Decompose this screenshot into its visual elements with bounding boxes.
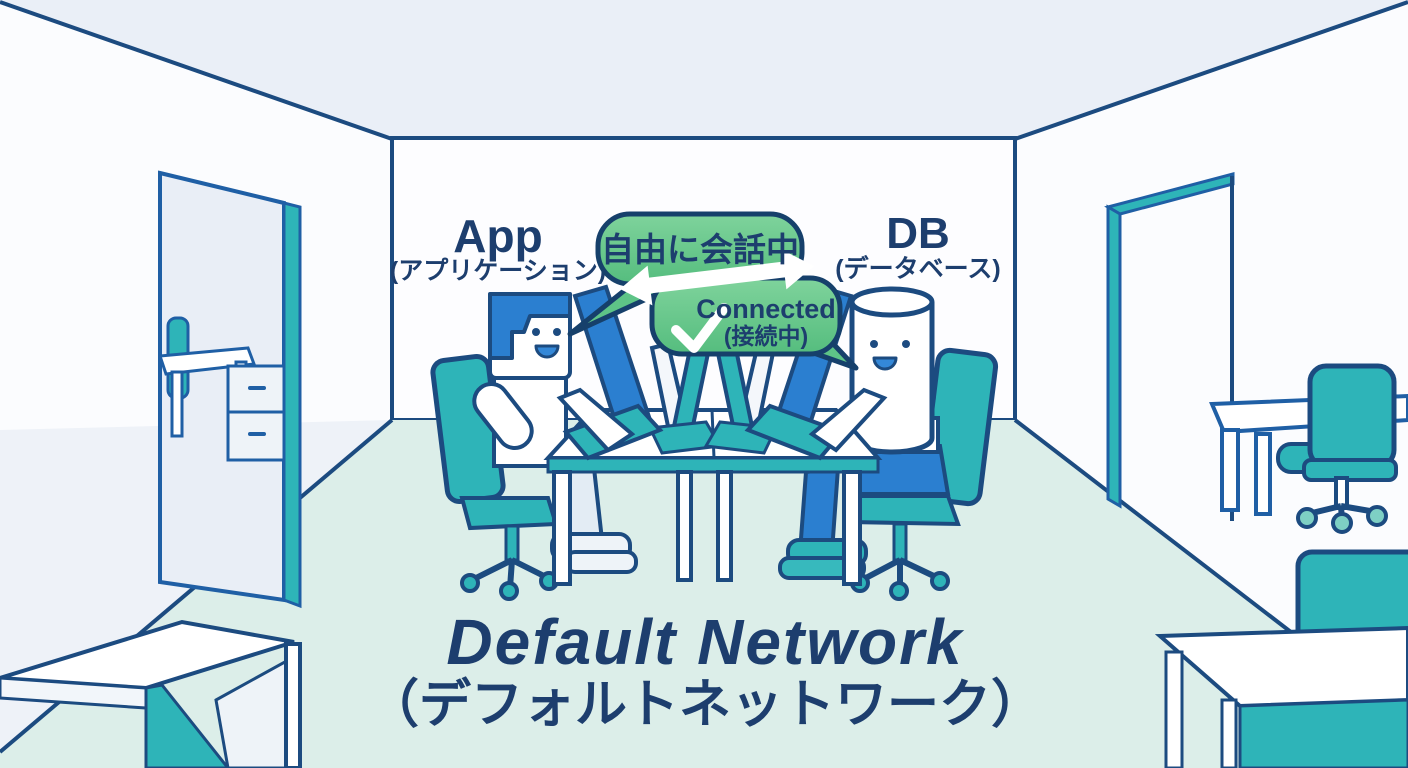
desk-leg-3: [716, 470, 733, 582]
caption-title-en: Default Network: [446, 606, 965, 678]
side-desk-leg-2: [1254, 432, 1272, 516]
side-chair-seat: [1302, 458, 1398, 482]
side-office-chair: [1276, 363, 1398, 534]
db-eye-right: [902, 340, 910, 348]
app-mouth: [534, 344, 560, 359]
app-chair-post: [504, 524, 520, 562]
connected-text-en: Connected: [696, 294, 836, 324]
foreground-left-desk: [0, 619, 302, 768]
fg-left-desk-leg: [284, 642, 302, 768]
ceiling-corner-left: [0, 0, 393, 141]
fg-left-desk-side: [214, 655, 294, 768]
side-chair-caster-1: [1296, 507, 1318, 529]
side-chair-back: [1307, 363, 1397, 469]
interior-desk-top: [160, 346, 257, 376]
app-chair-caster-1: [460, 573, 480, 593]
fg-right-table-leg-1: [1164, 650, 1184, 768]
db-forearm: [808, 387, 888, 453]
app-shoe-2: [564, 550, 638, 574]
side-desk-leg-1: [1220, 428, 1240, 512]
fg-right-table-body: [1238, 698, 1408, 768]
speech-bubbles: 自由に会話中 Connected (接続中): [567, 211, 859, 371]
keyboards: [556, 387, 888, 461]
checkmark-icon: [671, 303, 729, 353]
left-doorway: [158, 170, 302, 609]
db-chair: [847, 347, 999, 601]
two-way-arrow-icon: [620, 249, 814, 306]
connected-text-ja: (接続中): [724, 323, 808, 349]
floor: [0, 420, 1408, 768]
app-eye-left: [532, 328, 540, 336]
interior-cabinet-handle-2: [248, 432, 266, 436]
db-eye-left: [870, 340, 878, 348]
right-door-jamb: [1106, 204, 1122, 509]
fg-right-table-top: [1154, 625, 1408, 709]
db-label-ja: (データベース): [835, 254, 1000, 283]
app-chair-caster-2: [499, 581, 519, 601]
desk-leg-2: [676, 470, 693, 582]
db-cylinder-head: [849, 302, 935, 455]
caption-title-ja: （デフォルトネットワーク）: [367, 676, 1043, 734]
db-keyboard: [744, 403, 846, 461]
db-mouth: [872, 356, 898, 371]
character-labels: App (アプリケーション) DB (データベース): [390, 209, 1001, 285]
ceiling: [0, 0, 1408, 139]
left-doorway-interior: [160, 316, 284, 462]
side-chair-caster-3: [1366, 505, 1388, 527]
db-chair-seat: [847, 494, 961, 527]
desk-edge-strip: [546, 456, 880, 474]
app-hair: [488, 292, 572, 360]
app-chair: [430, 353, 559, 601]
interior-desk-leg-1: [170, 370, 184, 438]
db-cylinder-top: [849, 286, 935, 318]
app-forearm: [556, 387, 636, 453]
app-eye-right: [553, 328, 561, 336]
db-chair-post: [892, 522, 908, 562]
fg-left-desk-wedge: [144, 683, 230, 768]
free-talk-text: 自由に会話中: [601, 231, 799, 268]
app-label-ja: (アプリケーション): [390, 257, 606, 285]
db-label: DB: [886, 209, 950, 258]
ceiling-corner-right: [1014, 0, 1408, 141]
app-chair-seat: [459, 496, 559, 531]
db-chair-caster-3: [930, 571, 950, 591]
side-chair-caster-2: [1331, 512, 1353, 534]
fg-right-table-leg-2: [1220, 698, 1238, 768]
floor-caption: Default Network （デフォルトネットワーク）: [367, 606, 1043, 734]
interior-cabinet-handle-1: [248, 386, 266, 390]
app-label: App: [453, 210, 542, 262]
foreground-right-table: [1154, 625, 1408, 768]
desk-leg-1: [552, 470, 572, 586]
db-chair-caster-2: [889, 581, 909, 601]
desk-leg-4: [842, 470, 862, 586]
left-door-panel-edge: [282, 201, 302, 609]
app-upper-arm: [472, 382, 534, 450]
